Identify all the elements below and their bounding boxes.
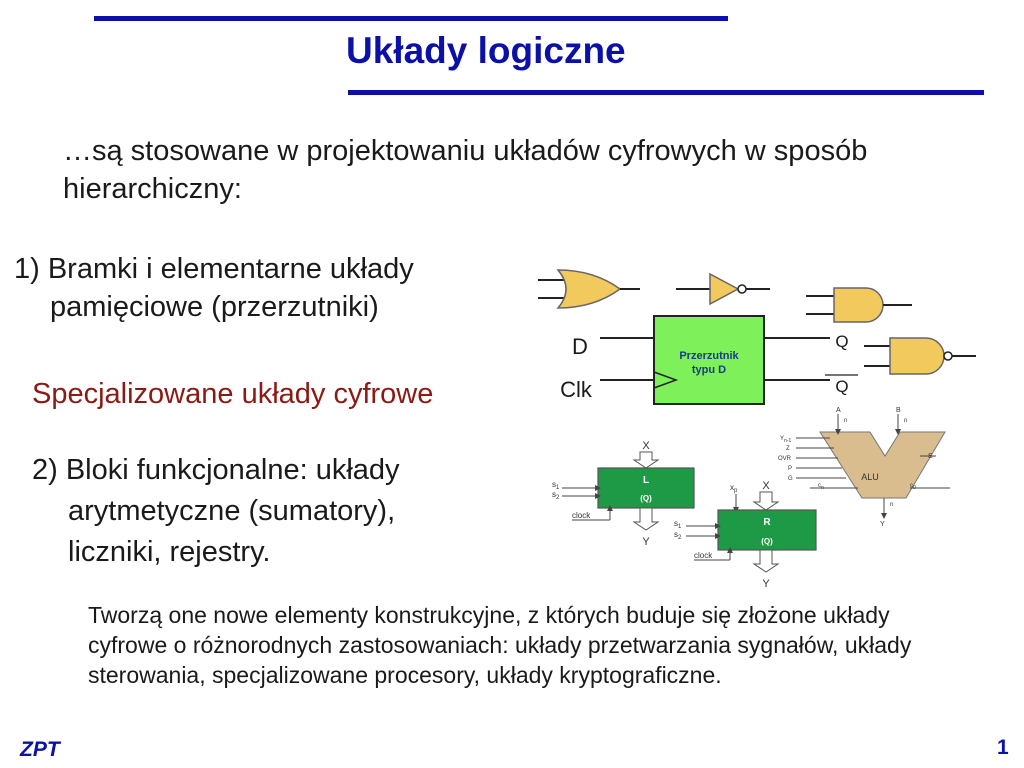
list-item-1-line2: pamięciowe (przerzutniki) bbox=[50, 291, 379, 323]
alu-p: P bbox=[788, 466, 792, 472]
block-l-label: L bbox=[643, 475, 649, 486]
flipflop-output-q: Q bbox=[835, 332, 848, 351]
list-item-1: 1) Bramki i elementarne układy pamięciow… bbox=[14, 250, 414, 326]
or-gate-icon bbox=[538, 269, 640, 309]
block-r-xp: xp bbox=[730, 483, 738, 494]
block-r-y-label: Y bbox=[762, 578, 770, 590]
functional-blocks-diagram: X L (Q) s1 s2 clock Y X xp R (Q) s1 s2 c… bbox=[552, 407, 950, 590]
page-title: Układy logiczne bbox=[346, 30, 626, 71]
list-item-2-line1: 2) Bloki funkcjonalne: układy bbox=[32, 454, 400, 486]
alu-c0: c0 bbox=[910, 483, 916, 491]
block-r: X xp R (Q) s1 s2 clock Y bbox=[674, 480, 817, 590]
alu-b: B bbox=[896, 407, 901, 414]
page-number: 1 bbox=[997, 736, 1009, 759]
alu-yn1: Yn-1 bbox=[780, 436, 791, 444]
d-flipflop-block: Przerzutnik typu D D Clk Q Q bbox=[560, 315, 858, 405]
alu-a: A bbox=[836, 407, 841, 414]
alu-z: Z bbox=[786, 446, 790, 452]
alu-y: Y bbox=[880, 521, 885, 528]
alu-ovr: OVR bbox=[778, 456, 792, 462]
block-l: X L (Q) s1 s2 clock Y bbox=[552, 440, 695, 548]
block-r-clock: clock bbox=[694, 551, 713, 560]
alu-n-a: n bbox=[844, 418, 847, 424]
block-r-sub: (Q) bbox=[761, 537, 773, 546]
flipflop-output-qbar: Q bbox=[835, 377, 848, 396]
list-item-2-line2: arytmetyczne (sumatory), bbox=[68, 495, 396, 527]
block-l-x-label: X bbox=[642, 440, 650, 452]
and-gate-icon bbox=[806, 287, 912, 323]
specialized-heading: Specjalizowane układy cyfrowe bbox=[32, 378, 434, 410]
block-l-y-label: Y bbox=[642, 536, 650, 548]
alu-block: ALU A n B n S Yn-1 Z OVR P G cn c0 n Y bbox=[778, 407, 950, 528]
alu-s: S bbox=[928, 453, 933, 460]
block-r-label: R bbox=[763, 517, 771, 528]
list-item-2: 2) Bloki funkcjonalne: układy arytmetycz… bbox=[32, 450, 400, 573]
alu-n-y: n bbox=[890, 502, 893, 508]
flipflop-label-line1: Przerzutnik bbox=[679, 350, 739, 362]
header-rule-top bbox=[94, 16, 728, 21]
flipflop-label-line2: typu D bbox=[692, 364, 726, 376]
alu-n-b: n bbox=[904, 418, 907, 424]
not-gate-icon bbox=[676, 272, 770, 306]
gates-flipflop-diagram: Przerzutnik typu D D Clk Q Q bbox=[538, 269, 976, 405]
description-text: Tworzą one nowe elementy konstrukcyjne, … bbox=[88, 602, 912, 688]
block-r-s2: s2 bbox=[674, 530, 682, 541]
alu-cn: cn bbox=[818, 483, 824, 491]
alu-label: ALU bbox=[861, 472, 879, 482]
block-l-s1: s1 bbox=[552, 480, 560, 491]
flipflop-input-d: D bbox=[572, 334, 588, 359]
block-r-x-label: X bbox=[762, 480, 770, 492]
flipflop-input-clk: Clk bbox=[560, 377, 593, 402]
alu-g: G bbox=[788, 476, 793, 482]
intro-text: …są stosowane w projektowaniu układów cy… bbox=[63, 135, 868, 205]
block-l-s2: s2 bbox=[552, 490, 560, 501]
list-item-1-line1: 1) Bramki i elementarne układy bbox=[14, 253, 414, 285]
block-l-clock: clock bbox=[572, 511, 591, 520]
nand-gate-icon bbox=[864, 337, 976, 375]
footer-label: ZPT bbox=[20, 738, 60, 761]
block-r-s1: s1 bbox=[674, 519, 682, 530]
block-l-sub: (Q) bbox=[640, 494, 652, 503]
header-rule-bottom bbox=[348, 90, 984, 95]
list-item-2-line3: liczniki, rejestry. bbox=[68, 536, 271, 568]
